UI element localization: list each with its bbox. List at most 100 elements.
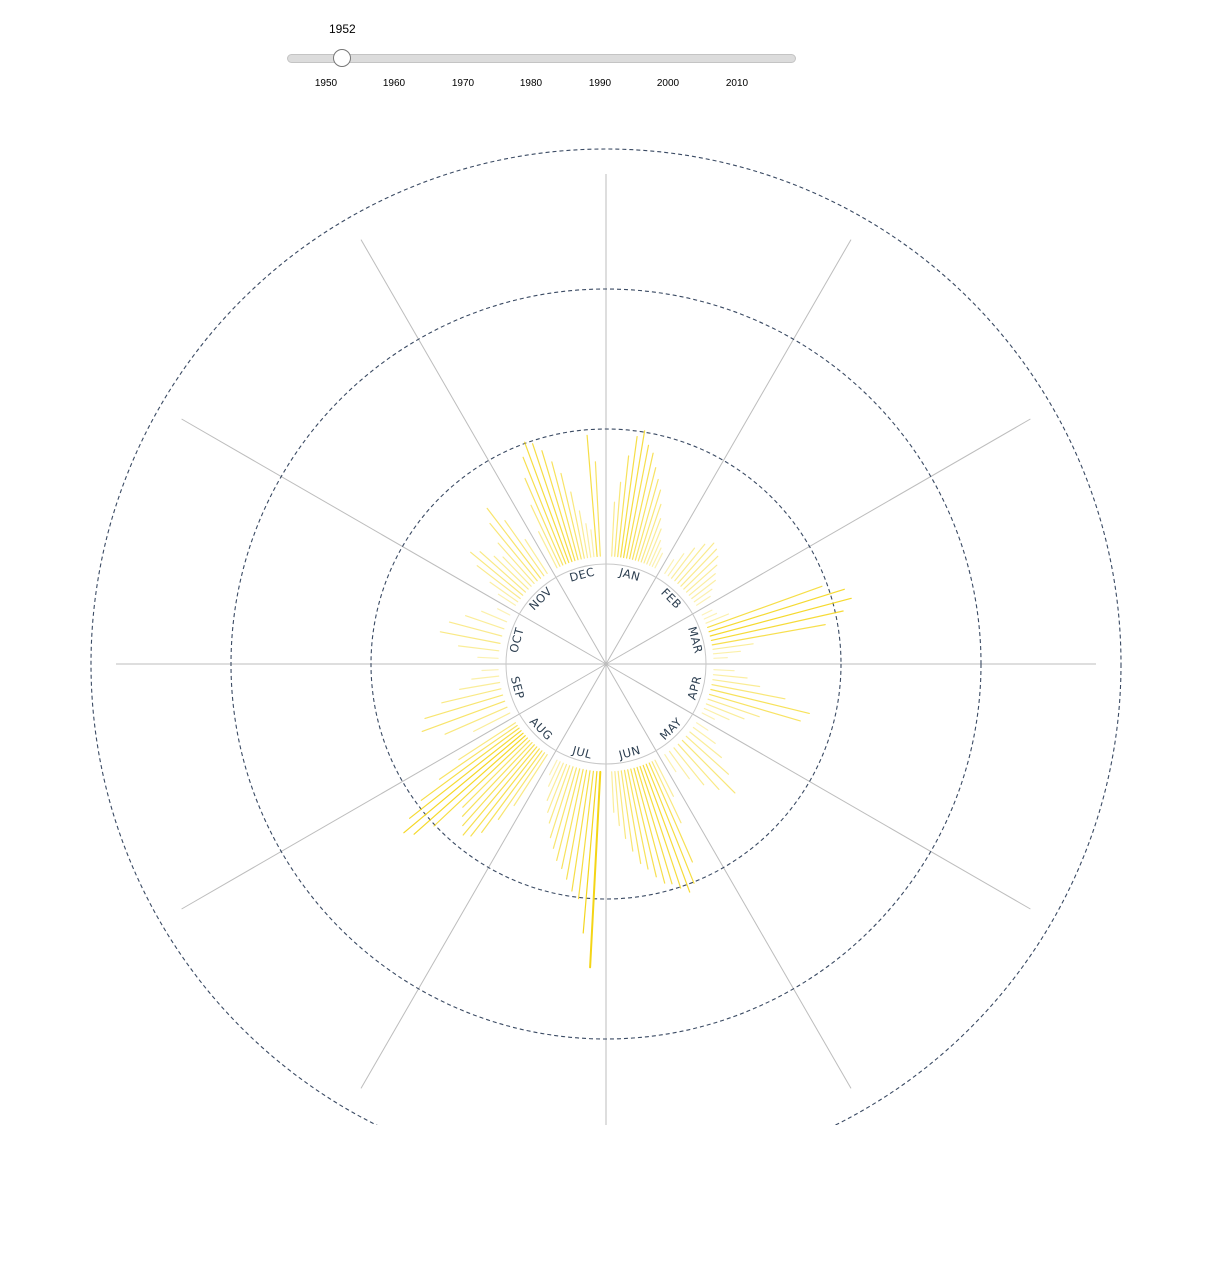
month-label-dec: DEC (568, 565, 596, 585)
bar-nov-8 (489, 522, 538, 582)
bar-aug-6 (461, 741, 533, 817)
bar-apr-5 (708, 693, 801, 722)
bar-jul-5 (561, 768, 584, 870)
bar-nov-2 (476, 565, 521, 600)
bars-group (403, 430, 852, 969)
bar-nov-6 (502, 556, 532, 587)
bar-feb-0 (664, 559, 675, 575)
bar-aug-4 (462, 746, 538, 836)
grid-ring-1 (370, 428, 842, 900)
month-label-apr: APR (685, 674, 705, 701)
bar-oct-2 (439, 631, 501, 645)
bar-mar-3 (706, 585, 823, 629)
bar-apr-4 (710, 688, 810, 715)
bar-aug-7 (462, 739, 531, 808)
bar-may-1 (692, 726, 716, 745)
bar-oct-5 (481, 610, 508, 623)
bar-feb-5 (680, 548, 718, 587)
bar-jan-8 (634, 478, 659, 561)
bar-dec-13 (586, 434, 598, 558)
bar-aug-13 (438, 724, 518, 780)
bar-nov-7 (497, 542, 535, 585)
bar-jan-15 (654, 552, 664, 569)
month-label-feb: FEB (658, 585, 684, 611)
bar-mar-10 (713, 656, 728, 659)
slider-tick-2000: 2000 (656, 78, 680, 89)
bar-jul-9 (548, 765, 571, 824)
inner-label-circle (505, 563, 707, 765)
grid-spoke (360, 239, 607, 665)
bar-apr-1 (712, 674, 748, 679)
grid-spoke (360, 663, 607, 1089)
grid-spoke (605, 239, 852, 665)
bar-mar-2 (705, 613, 730, 624)
slider-tick-1960: 1960 (382, 78, 406, 89)
bar-jun-11 (620, 770, 634, 852)
bar-oct-1 (458, 645, 500, 652)
bar-aug-9 (413, 735, 526, 835)
bar-jun-7 (633, 767, 666, 884)
month-label-jun: JUN (616, 743, 642, 762)
bar-aug-10 (403, 732, 524, 834)
bar-jul-13 (548, 759, 558, 776)
slider-tick-1970: 1970 (451, 78, 475, 89)
grid-spoke (605, 418, 1031, 665)
bar-jan-0 (611, 501, 616, 557)
bar-jun-10 (623, 769, 642, 865)
bar-mar-4 (708, 588, 845, 633)
bar-may-0 (695, 722, 709, 731)
month-label-nov: NOV (526, 584, 555, 613)
bar-jun-6 (636, 766, 673, 885)
bar-jul-11 (546, 762, 564, 802)
bar-jun-1 (651, 761, 682, 824)
bar-dec-2 (524, 477, 564, 566)
bar-sep-0 (473, 712, 511, 733)
bar-oct-4 (465, 615, 505, 630)
bar-jan-14 (651, 547, 662, 568)
bar-jan-11 (643, 518, 662, 564)
bar-jul-2 (577, 770, 595, 900)
bar-apr-6 (707, 698, 760, 718)
bar-jun-3 (645, 763, 695, 884)
bar-nov-1 (489, 581, 519, 603)
bar-nov-10 (504, 519, 545, 577)
bar-feb-6 (683, 555, 719, 590)
bar-apr-0 (713, 669, 735, 672)
bar-apr-2 (712, 679, 761, 688)
bar-sep-1 (444, 706, 508, 735)
bar-feb-2 (670, 547, 696, 579)
bar-jul-10 (547, 763, 568, 813)
bar-jul-6 (556, 768, 581, 862)
grid-spoke (181, 663, 607, 910)
bar-may-3 (685, 735, 730, 775)
grid-spoke (605, 663, 852, 1089)
bar-jul-8 (549, 766, 574, 839)
bar-jan-10 (640, 503, 662, 563)
bar-dec-10 (578, 510, 589, 559)
month-label-may: MAY (657, 714, 685, 742)
bar-aug-3 (470, 748, 540, 837)
slider-track[interactable] (287, 54, 796, 63)
bar-nov-5 (493, 555, 529, 590)
bar-aug-11 (409, 730, 522, 819)
slider-handle[interactable] (333, 49, 351, 67)
bar-jan-9 (637, 489, 662, 562)
bar-jan-5 (625, 444, 650, 559)
bar-aug-2 (481, 750, 543, 834)
bar-jan-3 (620, 436, 638, 558)
bar-feb-10 (693, 588, 713, 603)
bar-jan-1 (614, 481, 622, 557)
bar-nov-3 (470, 551, 524, 596)
bar-aug-8 (433, 737, 529, 827)
bar-may-5 (677, 743, 720, 791)
bar-jan-2 (617, 455, 630, 558)
bar-may-6 (673, 747, 705, 786)
bar-jun-4 (642, 764, 691, 893)
bar-aug-12 (420, 727, 520, 801)
bar-mar-0 (701, 609, 713, 616)
bar-dec-7 (551, 461, 579, 561)
bar-oct-0 (477, 656, 499, 659)
